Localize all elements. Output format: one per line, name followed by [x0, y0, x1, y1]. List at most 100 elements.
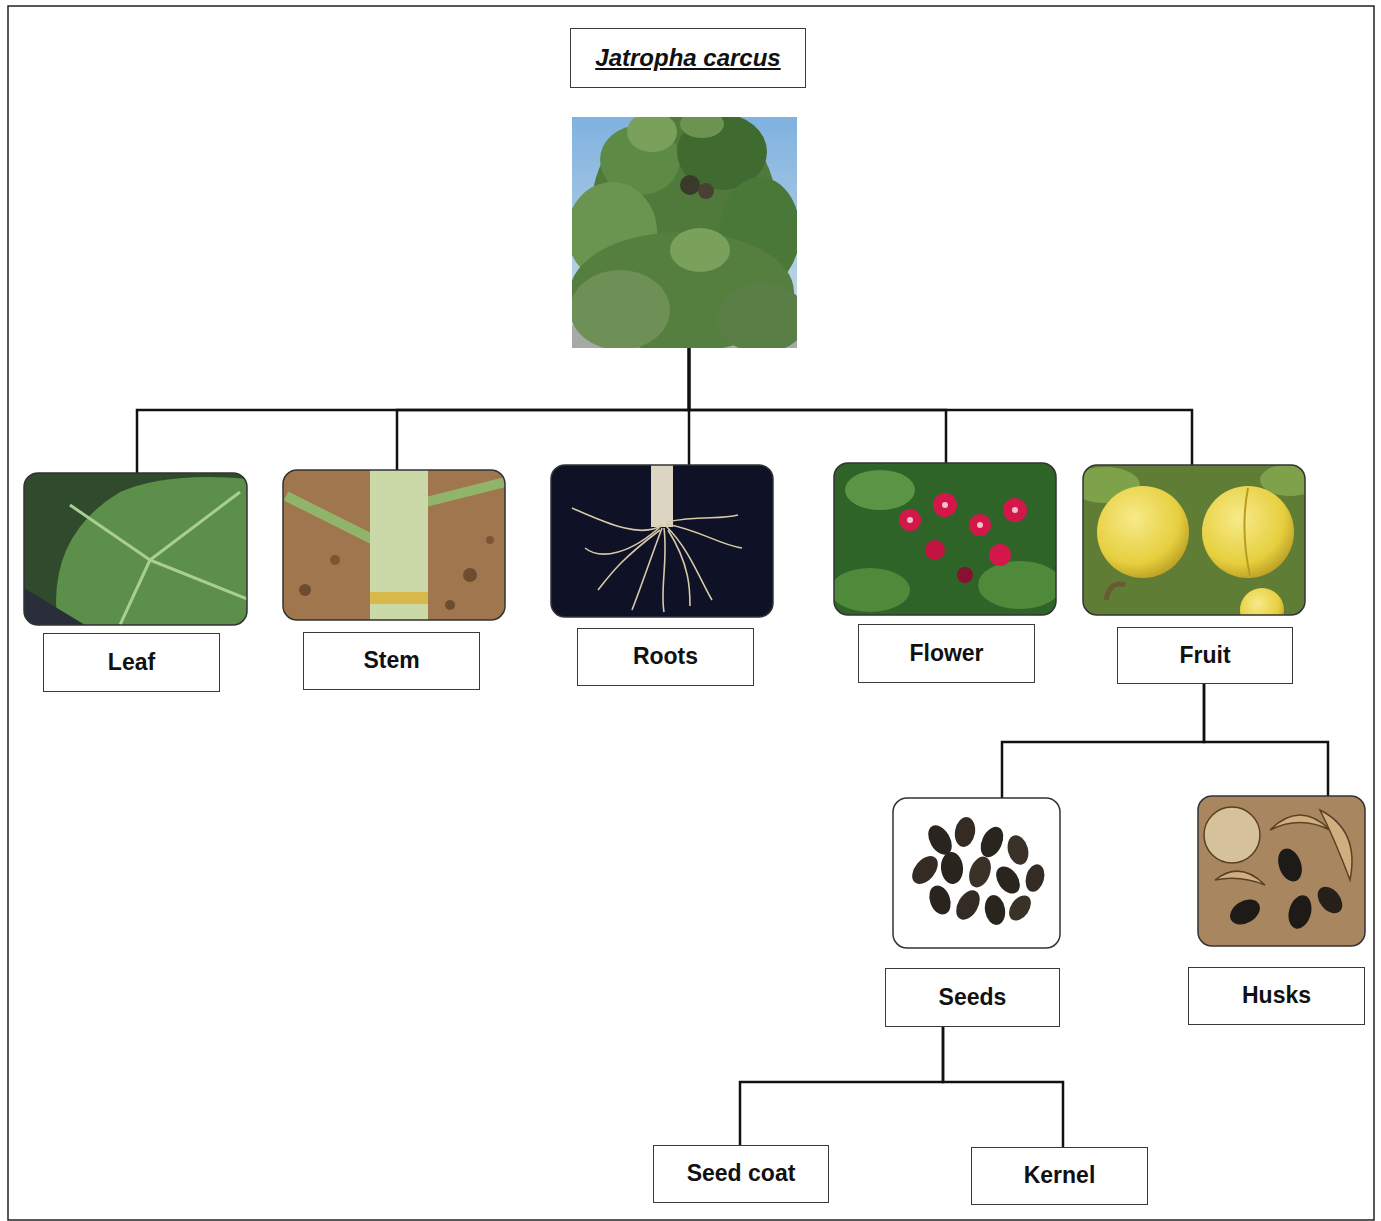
part-name: Flower: [909, 641, 983, 666]
part-node: Fruit: [1083, 465, 1305, 684]
seed: [925, 882, 954, 917]
seed: [1226, 894, 1265, 929]
label-box: Husks: [1188, 967, 1365, 1025]
fruit-cluster: [680, 175, 700, 195]
title-box: Jatropha carcus: [570, 28, 806, 88]
seed: [983, 893, 1008, 926]
flower: [925, 540, 945, 560]
trunk: [370, 470, 428, 620]
root: [663, 528, 665, 612]
label-box: Seeds: [885, 968, 1060, 1027]
flower-centre: [942, 502, 948, 508]
label-box: Seed coat: [653, 1145, 829, 1203]
photo-ground: [551, 465, 773, 617]
leaf: [978, 561, 1056, 609]
part-node: Leaf: [24, 473, 247, 692]
leaf-blade: [56, 477, 247, 625]
part-name: Roots: [633, 644, 698, 669]
tree-connector: [943, 1027, 1063, 1147]
part-name: Seed coat: [687, 1161, 796, 1186]
trunk-band: [370, 592, 428, 604]
seeds-photo: [893, 798, 1060, 948]
seed: [976, 823, 1008, 860]
leaf: [845, 470, 915, 510]
branch: [286, 496, 374, 540]
foliage: [717, 283, 797, 348]
soil-speck: [445, 600, 455, 610]
leaf-veins: [70, 492, 247, 625]
foliage: [627, 117, 677, 152]
seed: [1313, 882, 1348, 918]
soil-speck: [330, 555, 340, 565]
husk-shell: [1320, 810, 1352, 880]
husks-photo: [1198, 796, 1365, 946]
fruit-cluster: [698, 183, 714, 199]
photo-frame: [283, 470, 505, 620]
fruit-stalk: [1106, 584, 1125, 600]
flower: [899, 509, 921, 531]
seed: [1023, 862, 1048, 894]
label-box: Leaf: [43, 633, 220, 692]
root: [668, 530, 690, 606]
husk: [1204, 807, 1260, 863]
photo-ground: [1198, 796, 1365, 946]
flower: [933, 493, 957, 517]
fruit: [1240, 588, 1284, 615]
label-box: Stem: [303, 632, 480, 690]
root: [585, 525, 662, 554]
flower-centre: [1012, 507, 1018, 513]
tree-connector: [1002, 684, 1204, 798]
part-node: Kernel: [971, 1147, 1148, 1205]
seed: [907, 851, 943, 888]
photo-ground: [893, 798, 1060, 948]
part-name: Leaf: [108, 650, 155, 675]
tree-connector: [740, 1027, 943, 1145]
photo-frame: [1083, 465, 1305, 615]
foliage: [670, 228, 730, 272]
soil-speck: [299, 584, 311, 596]
part-name: Seeds: [939, 985, 1007, 1010]
flower-centre: [907, 517, 913, 523]
part-node: Roots: [551, 465, 773, 686]
fruit: [1097, 486, 1189, 578]
flower: [989, 544, 1011, 566]
outer-frame: [8, 6, 1374, 1220]
flower-photo: [834, 463, 1056, 615]
part-name: Kernel: [1024, 1163, 1096, 1188]
stem-photo: [283, 470, 505, 620]
photo-frame: [24, 473, 247, 625]
seed: [991, 862, 1025, 898]
label-box: Flower: [858, 624, 1035, 683]
label-box: Fruit: [1117, 627, 1293, 684]
soil-speck: [463, 568, 477, 582]
plant-name: Jatropha carcus: [595, 45, 780, 71]
fruit-seam: [1244, 488, 1250, 576]
root: [572, 508, 662, 530]
flower: [1003, 498, 1027, 522]
seed: [1285, 893, 1315, 932]
part-name: Stem: [363, 648, 419, 673]
husk-shell: [1215, 871, 1265, 885]
husk-shell: [1270, 815, 1330, 830]
foliage: [680, 117, 724, 138]
shadow: [24, 588, 85, 625]
fruit-photo: [1083, 465, 1305, 615]
part-name: Husks: [1242, 983, 1311, 1008]
part-name: Fruit: [1179, 643, 1230, 668]
tree-photo: [572, 117, 797, 348]
label-box: Roots: [577, 628, 754, 686]
soil: [283, 470, 505, 620]
foliage: [572, 270, 670, 348]
root: [666, 515, 738, 522]
root-collar: [651, 465, 673, 527]
seed: [965, 854, 995, 891]
seed: [940, 851, 965, 885]
tree-connector: [689, 348, 1192, 465]
photo-frame: [1198, 796, 1365, 946]
seed: [953, 815, 978, 848]
leaf-photo: [24, 473, 247, 625]
tree-connector: [689, 348, 946, 463]
seed: [1274, 845, 1306, 884]
plant-node: Jatropha carcus: [570, 28, 806, 348]
